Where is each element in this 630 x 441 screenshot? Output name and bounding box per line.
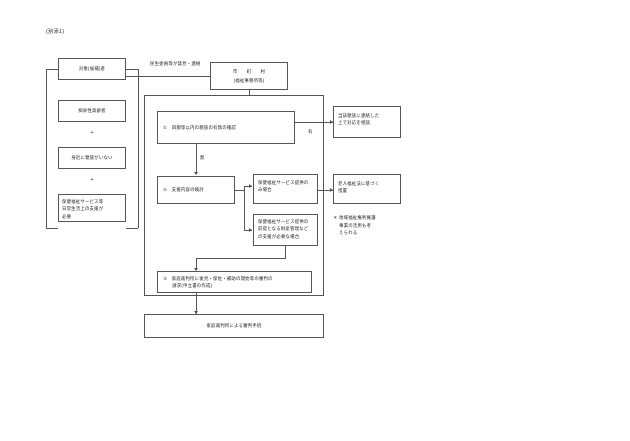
step1-branch-yes-label: 有 [308,129,313,134]
target-candidate-box: 対象(候補)者 [58,58,126,80]
outcome-note-label: ＊ 地域福祉権利擁護 事業の活用も考 えられる [333,215,376,236]
property-case-left-hline [196,258,286,259]
municipality-subtitle: (福祉事務所等) [233,78,265,83]
page-caption: (別添1) [46,29,65,35]
municipality-box: 市 町 村 (福祉事務所等) [210,62,288,90]
step1-box: ① 四親等以内の親族の有無の確認 [157,111,295,144]
step2-split-vline [244,186,245,230]
referral-label: 民生委員等が発見・連絡 [150,61,201,66]
bracket-left-bottom-hline [46,228,58,229]
case-service-only-box: 保健福祉サービス提供の み場合 [253,174,318,204]
criteria-box-no-relatives: 身近に親族がいない [58,147,126,169]
bracket-right-vline [138,69,139,228]
municipality-title: 市 町 村 [232,68,266,74]
step2-out-hline [235,190,244,191]
step1-no-vline [196,144,197,174]
step2-box: ② 支援内容の検討 [157,176,235,204]
property-case-to-step3-vline [196,258,197,270]
step2-branch-upper-hline [244,186,252,187]
criteria-plus-2: + [90,177,94,183]
criteria-plus-1: + [90,130,94,136]
bracket-right-bottom-hline [126,228,138,229]
service-only-to-outcome-hline [318,190,333,191]
criteria-box-support-needed: 保健福祉サービス等 日常生活上の支援が 必要 [58,194,126,222]
step2-branch-lower-arrow [249,228,252,232]
step3-to-court-arrow [194,311,198,314]
step2-branch-upper-arrow [249,184,252,188]
municipality-process-container [144,95,324,296]
outcome-contact-relative-box: 当該親族に連絡した 上で対応を相談 [333,106,401,138]
criteria-box-dementia: 痴呆性高齢者 [58,100,126,122]
bracket-left-top-hline [46,69,58,70]
step3-box: ③ 家庭裁判所に後見・保佐・補助の開始等の審判の 請求(申立書の作成) [157,271,312,293]
property-case-to-step3-arrow [194,268,198,271]
step1-yes-arrow [330,120,333,124]
case-property-management-box: 保健福祉サービス提供の 前提となる財産管理など の支援が必要な場合 [253,214,318,246]
step1-yes-hline [295,122,333,123]
court-procedure-box: 家庭裁判所による審判手続 [144,314,324,338]
referral-connector-hline [126,76,210,77]
step1-branch-no-label: 無 [200,155,205,160]
bracket-right-top-hline [126,69,138,70]
step2-branch-lower-hline [244,230,252,231]
service-only-to-outcome-arrow [330,188,333,192]
bracket-left-vline [46,69,47,228]
outcome-welfare-measure-box: 老人福祉法に基づく 措置 [333,174,401,204]
property-case-down-vline [285,246,286,258]
step3-to-court-vline [196,293,197,314]
step1-no-arrow [194,172,198,175]
municipality-to-container-vline [249,90,250,95]
